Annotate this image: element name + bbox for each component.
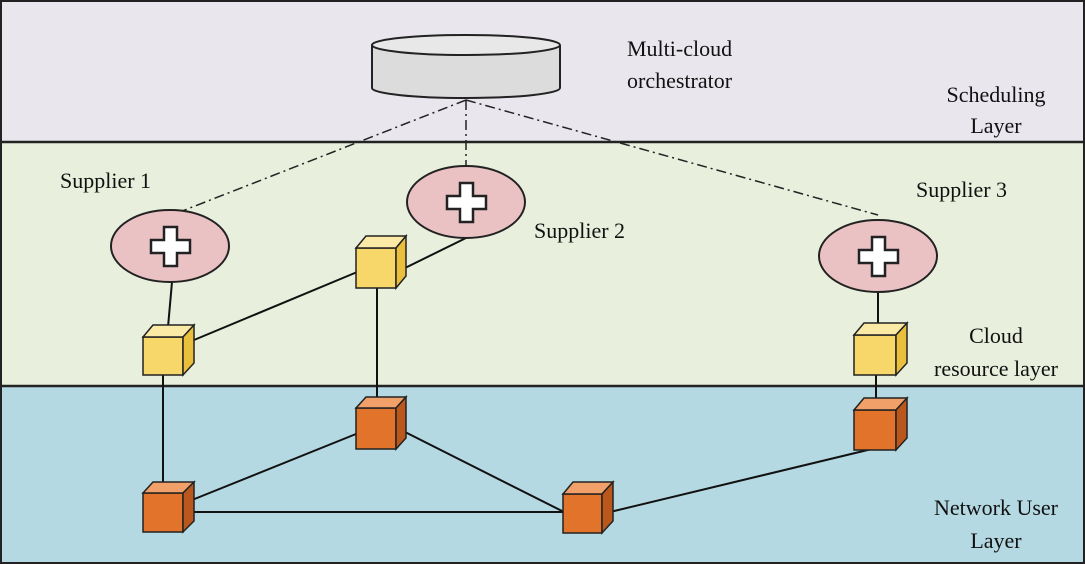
plus-icon xyxy=(857,235,900,278)
network-node-2 xyxy=(354,395,408,451)
orchestrator-node xyxy=(371,34,561,99)
cloud-node-3 xyxy=(852,321,909,377)
cube-side xyxy=(895,396,908,452)
network-layer-label-line1: Network User xyxy=(934,495,1059,520)
cube-side xyxy=(601,480,614,535)
network-layer-label-line2: Layer xyxy=(970,528,1022,553)
cube-front xyxy=(355,407,397,450)
link-orchestrator-supplier-1 xyxy=(171,99,467,216)
link-net-node-3-to-net-node-4 xyxy=(609,447,877,513)
cylinder-top xyxy=(371,34,561,56)
connections xyxy=(162,237,879,513)
cube-front xyxy=(853,334,897,376)
cube-front xyxy=(142,492,184,533)
network-node-3 xyxy=(561,480,615,535)
scheduling-layer-label-line2: Layer xyxy=(970,113,1022,138)
supplier-2-label: Supplier 2 xyxy=(534,218,625,243)
cube-side xyxy=(182,480,195,534)
cube-side xyxy=(395,233,407,291)
plus-icon xyxy=(445,181,488,224)
cube-side xyxy=(395,395,407,451)
supplier-node-1 xyxy=(110,209,230,283)
cube-front xyxy=(142,336,184,376)
cube-front xyxy=(853,409,897,451)
link-net-node-1-to-net-node-2 xyxy=(191,433,357,501)
cube-front xyxy=(562,493,603,534)
cube-side xyxy=(182,323,195,377)
supplier-3-label: Supplier 3 xyxy=(916,177,1007,202)
plus-icon xyxy=(149,225,192,268)
supplier-node-2 xyxy=(406,165,526,239)
link-cloud-node-1-to-cloud-node-2 xyxy=(193,269,363,341)
link-supplier-2-to-cloud-node-2 xyxy=(404,237,467,269)
link-net-node-2-to-net-node-3 xyxy=(404,431,565,513)
orchestrator-label-line1: Multi-cloud xyxy=(627,36,732,61)
cube-front xyxy=(355,247,397,289)
link-supplier-1-to-cloud-node-1 xyxy=(167,281,173,328)
scheduling-layer-label-line1: Scheduling xyxy=(947,82,1046,107)
supplier-node-3 xyxy=(818,219,938,293)
supplier-1-label: Supplier 1 xyxy=(60,168,151,193)
cube-side xyxy=(895,321,908,377)
cloud-layer-label-line1: Cloud xyxy=(969,323,1023,348)
database-cylinder-icon xyxy=(371,45,561,99)
cloud-node-1 xyxy=(141,323,196,377)
orchestrator-label-line2: orchestrator xyxy=(627,68,733,93)
network-node-4 xyxy=(852,396,909,452)
orchestrator-links xyxy=(171,99,879,216)
cloud-layer-label-line2: resource layer xyxy=(934,356,1059,381)
network-node-1 xyxy=(141,480,196,534)
cloud-node-2 xyxy=(354,233,408,291)
